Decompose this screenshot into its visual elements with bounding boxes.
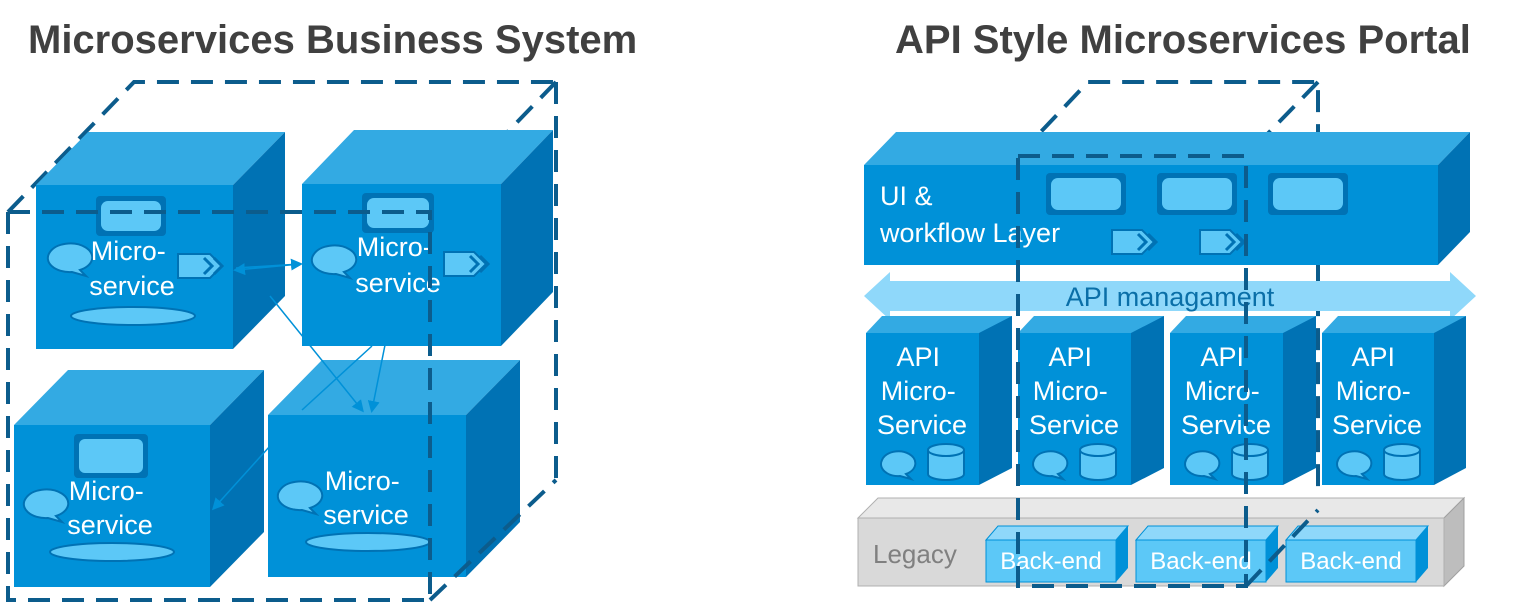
backend-label: Back-end bbox=[1300, 548, 1401, 575]
api-service-1: API Micro- Service bbox=[866, 316, 1012, 485]
api-label-line3: Service bbox=[877, 410, 967, 440]
api-label-line2: Micro- bbox=[881, 376, 956, 406]
backend-label: Back-end bbox=[1150, 548, 1251, 575]
service-label-line1: Micro- bbox=[69, 476, 144, 506]
svg-text:API Micro- Ser: API Micro- Service bbox=[1332, 342, 1422, 440]
service-cube-3: Micro- service bbox=[14, 370, 264, 587]
database-icon bbox=[1078, 443, 1117, 481]
api-service-4: API Micro- Service bbox=[1322, 316, 1466, 485]
service-label-line1: Micro- bbox=[91, 236, 166, 266]
legacy-layer: Legacy Back-end Back-end Back-end bbox=[856, 496, 1466, 588]
api-label-line3: Service bbox=[1181, 410, 1271, 440]
service-label-line1: Micro- bbox=[357, 232, 432, 262]
service-cube-1: Micro- service bbox=[36, 132, 285, 349]
api-label-line3: Service bbox=[1029, 410, 1119, 440]
ui-workflow-layer: UI & workflow Layer bbox=[864, 132, 1470, 265]
backend-box-3: Back-end bbox=[1284, 525, 1430, 583]
left-diagram: Micro- service Micro- service bbox=[6, 80, 558, 602]
ui-panel-icons bbox=[1046, 173, 1348, 215]
chat-icon bbox=[1183, 450, 1221, 481]
database-icon bbox=[49, 542, 175, 562]
svg-text:Micro- service: Micro- service bbox=[355, 232, 441, 298]
database-icon bbox=[926, 443, 965, 481]
chat-icon bbox=[1031, 450, 1069, 481]
chat-icon bbox=[879, 450, 917, 481]
chat-icon bbox=[310, 244, 358, 281]
database-icon bbox=[1382, 443, 1421, 481]
service-label-line2: service bbox=[323, 500, 409, 530]
service-label-line2: service bbox=[89, 271, 175, 301]
service-connectors bbox=[211, 258, 386, 511]
api-label-line2: Micro- bbox=[1185, 376, 1260, 406]
svg-text:API Micro- Ser: API Micro- Service bbox=[877, 342, 967, 440]
left-title: Microservices Business System bbox=[28, 18, 637, 62]
right-title: API Style Microservices Portal bbox=[895, 18, 1471, 62]
service-label-line2: service bbox=[355, 268, 441, 298]
database-icon bbox=[70, 306, 196, 326]
api-label-line1: API bbox=[1351, 342, 1395, 372]
api-management-label: API managament bbox=[1066, 282, 1275, 312]
database-icon bbox=[1230, 443, 1269, 481]
api-label-line1: API bbox=[1048, 342, 1092, 372]
portal-boundary-front bbox=[1016, 154, 1320, 588]
ui-layer-label-line1: UI & bbox=[880, 181, 933, 211]
chat-icon bbox=[276, 480, 324, 517]
api-label-line2: Micro- bbox=[1336, 376, 1411, 406]
api-service-3: API Micro- Service bbox=[1170, 316, 1316, 485]
boundary-front bbox=[6, 210, 558, 602]
legacy-label: Legacy bbox=[873, 539, 957, 569]
api-label-line3: Service bbox=[1332, 410, 1422, 440]
svg-text:UI & workflow Layer: UI & workflow Layer bbox=[879, 181, 1060, 248]
api-label-line2: Micro- bbox=[1033, 376, 1108, 406]
right-diagram: UI & workflow Layer API managament bbox=[856, 80, 1476, 588]
chat-icon bbox=[46, 242, 94, 279]
backend-label: Back-end bbox=[1000, 548, 1101, 575]
api-service-2: API Micro- Service bbox=[1018, 316, 1164, 485]
service-label-line2: service bbox=[67, 510, 153, 540]
svg-text:Micro- service: Micro- service bbox=[89, 236, 175, 301]
service-label-line1: Micro- bbox=[325, 466, 400, 496]
api-management-arrow: API managament bbox=[864, 272, 1476, 320]
chat-icon bbox=[22, 488, 70, 525]
api-label-line1: API bbox=[896, 342, 940, 372]
chat-icon bbox=[1335, 450, 1373, 481]
service-cube-2: Micro- service bbox=[302, 130, 553, 346]
svg-text:API Micro- Ser: API Micro- Service bbox=[1029, 342, 1119, 440]
svg-text:Micro- service: Micro- service bbox=[323, 466, 409, 530]
svg-text:Micro- service: Micro- service bbox=[67, 476, 153, 540]
workflow-chevrons-icon bbox=[1111, 229, 1247, 255]
service-cube-4: Micro- service bbox=[268, 360, 520, 577]
api-label-line1: API bbox=[1200, 342, 1244, 372]
ui-layer-label-line2: workflow Layer bbox=[879, 218, 1060, 248]
backend-box-1: Back-end bbox=[984, 525, 1130, 583]
database-icon bbox=[305, 532, 431, 552]
